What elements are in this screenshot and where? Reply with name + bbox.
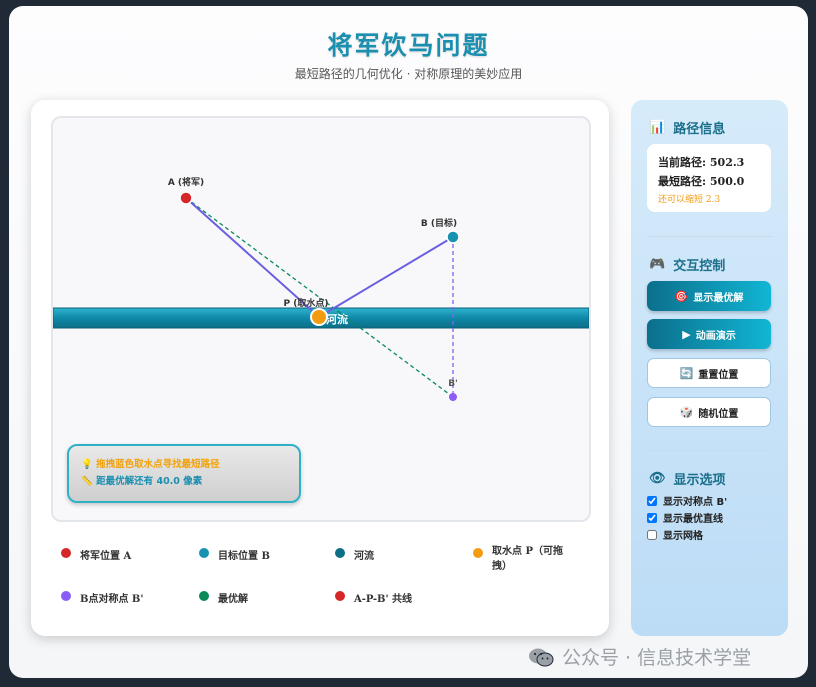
option-show-grid[interactable]: 显示网格: [647, 527, 703, 542]
legend-item-p: 取水点 P（可拖拽）: [473, 542, 573, 572]
current-path-value: 当前路径: 502.3: [658, 156, 745, 169]
point-b-prime: [449, 393, 457, 401]
legend: 将军位置 A 目标位置 B 河流 取水点 P（可拖拽） B点对称点 B' 最优解: [61, 540, 601, 630]
drawing-canvas[interactable]: 河流 A (将军) B (目标) B' P (取水点) 💡 拖拽蓝色取水点寻找最…: [51, 116, 591, 522]
point-b: [446, 230, 460, 244]
gamepad-icon: 🎮: [649, 257, 666, 272]
app-window: 将军饮马问题 最短路径的几何优化 · 对称原理的美妙应用 河流: [9, 6, 808, 678]
path-segment-ap: [185, 197, 320, 318]
path-segment-pb: [318, 236, 454, 318]
legend-dot: [61, 591, 71, 601]
page-subtitle: 最短路径的几何优化 · 对称原理的美妙应用: [294, 67, 523, 81]
reset-button[interactable]: 🔄 重置位置: [647, 358, 771, 388]
bulb-icon: 💡: [81, 459, 93, 470]
main-panel: 河流 A (将军) B (目标) B' P (取水点) 💡 拖拽蓝色取水点寻找最…: [31, 100, 609, 636]
optimal-line-checkbox[interactable]: [647, 512, 657, 523]
river-label: 河流: [326, 312, 348, 326]
legend-dot: [61, 548, 71, 558]
path-info-card: 当前路径: 502.3 最短路径: 500.0 还可以缩短 2.3: [647, 144, 771, 212]
divider: [647, 450, 772, 451]
shorten-note: 还可以缩短 2.3: [658, 195, 721, 205]
symmetric-checkbox[interactable]: [647, 495, 657, 506]
option-show-symmetric[interactable]: 显示对称点 B': [647, 493, 727, 508]
legend-dot: [199, 591, 209, 601]
legend-dot: [199, 548, 209, 558]
target-icon: 🎯: [674, 289, 689, 303]
legend-item-b-prime: B点对称点 B': [61, 590, 143, 605]
page-title: 将军饮马问题: [327, 31, 490, 60]
label-a: A (将军): [168, 176, 204, 188]
label-b-prime: B': [448, 379, 458, 389]
bar-chart-icon: 📊: [649, 120, 666, 135]
divider: [647, 236, 772, 237]
wechat-icon: [529, 648, 554, 666]
sidebar: 📊 路径信息 当前路径: 502.3 最短路径: 500.0 还可以缩短 2.3…: [631, 100, 788, 636]
animate-button[interactable]: ▶ 动画演示: [647, 319, 771, 349]
show-optimal-button[interactable]: 🎯 显示最优解: [647, 281, 771, 311]
grid-checkbox[interactable]: [647, 529, 657, 540]
ruler-icon: 📏: [81, 476, 93, 487]
controls-title: 🎮 交互控制: [649, 257, 726, 274]
refresh-icon: 🔄: [679, 366, 694, 380]
hint-line-distance: 📏 距最优解还有 40.0 像素: [81, 476, 203, 487]
legend-item-collinear: A-P-B' 共线: [335, 590, 412, 605]
optimal-line: [185, 197, 454, 398]
dice-icon: 🎲: [679, 405, 694, 419]
legend-dot: [335, 548, 345, 558]
legend-dot: [335, 591, 345, 601]
legend-dot: [473, 548, 483, 558]
eye-icon: 👁: [649, 471, 666, 486]
legend-item-optimal: 最优解: [199, 590, 248, 605]
play-icon: ▶: [682, 327, 691, 341]
label-p: P (取水点): [284, 297, 329, 309]
legend-item-b: 目标位置 B: [199, 547, 270, 562]
shortest-path-value: 最短路径: 500.0: [658, 175, 745, 188]
random-button[interactable]: 🎲 随机位置: [647, 397, 771, 427]
point-a: [179, 191, 193, 205]
hint-box: 💡 拖拽蓝色取水点寻找最短路径 📏 距最优解还有 40.0 像素: [67, 444, 301, 503]
path-info-title: 📊 路径信息: [649, 120, 726, 137]
watermark: 公众号 · 信息技术学堂: [528, 643, 751, 670]
water-point-p[interactable]: [310, 308, 328, 326]
legend-item-river: 河流: [335, 547, 374, 562]
label-b: B (目标): [421, 217, 457, 229]
legend-item-a: 将军位置 A: [61, 547, 131, 562]
hint-line-drag: 💡 拖拽蓝色取水点寻找最短路径: [81, 459, 220, 470]
options-title: 👁 显示选项: [649, 471, 726, 488]
option-show-optimal-line[interactable]: 显示最优直线: [647, 510, 723, 525]
geometry-svg[interactable]: 河流 A (将军) B (目标) B' P (取水点): [53, 118, 589, 520]
